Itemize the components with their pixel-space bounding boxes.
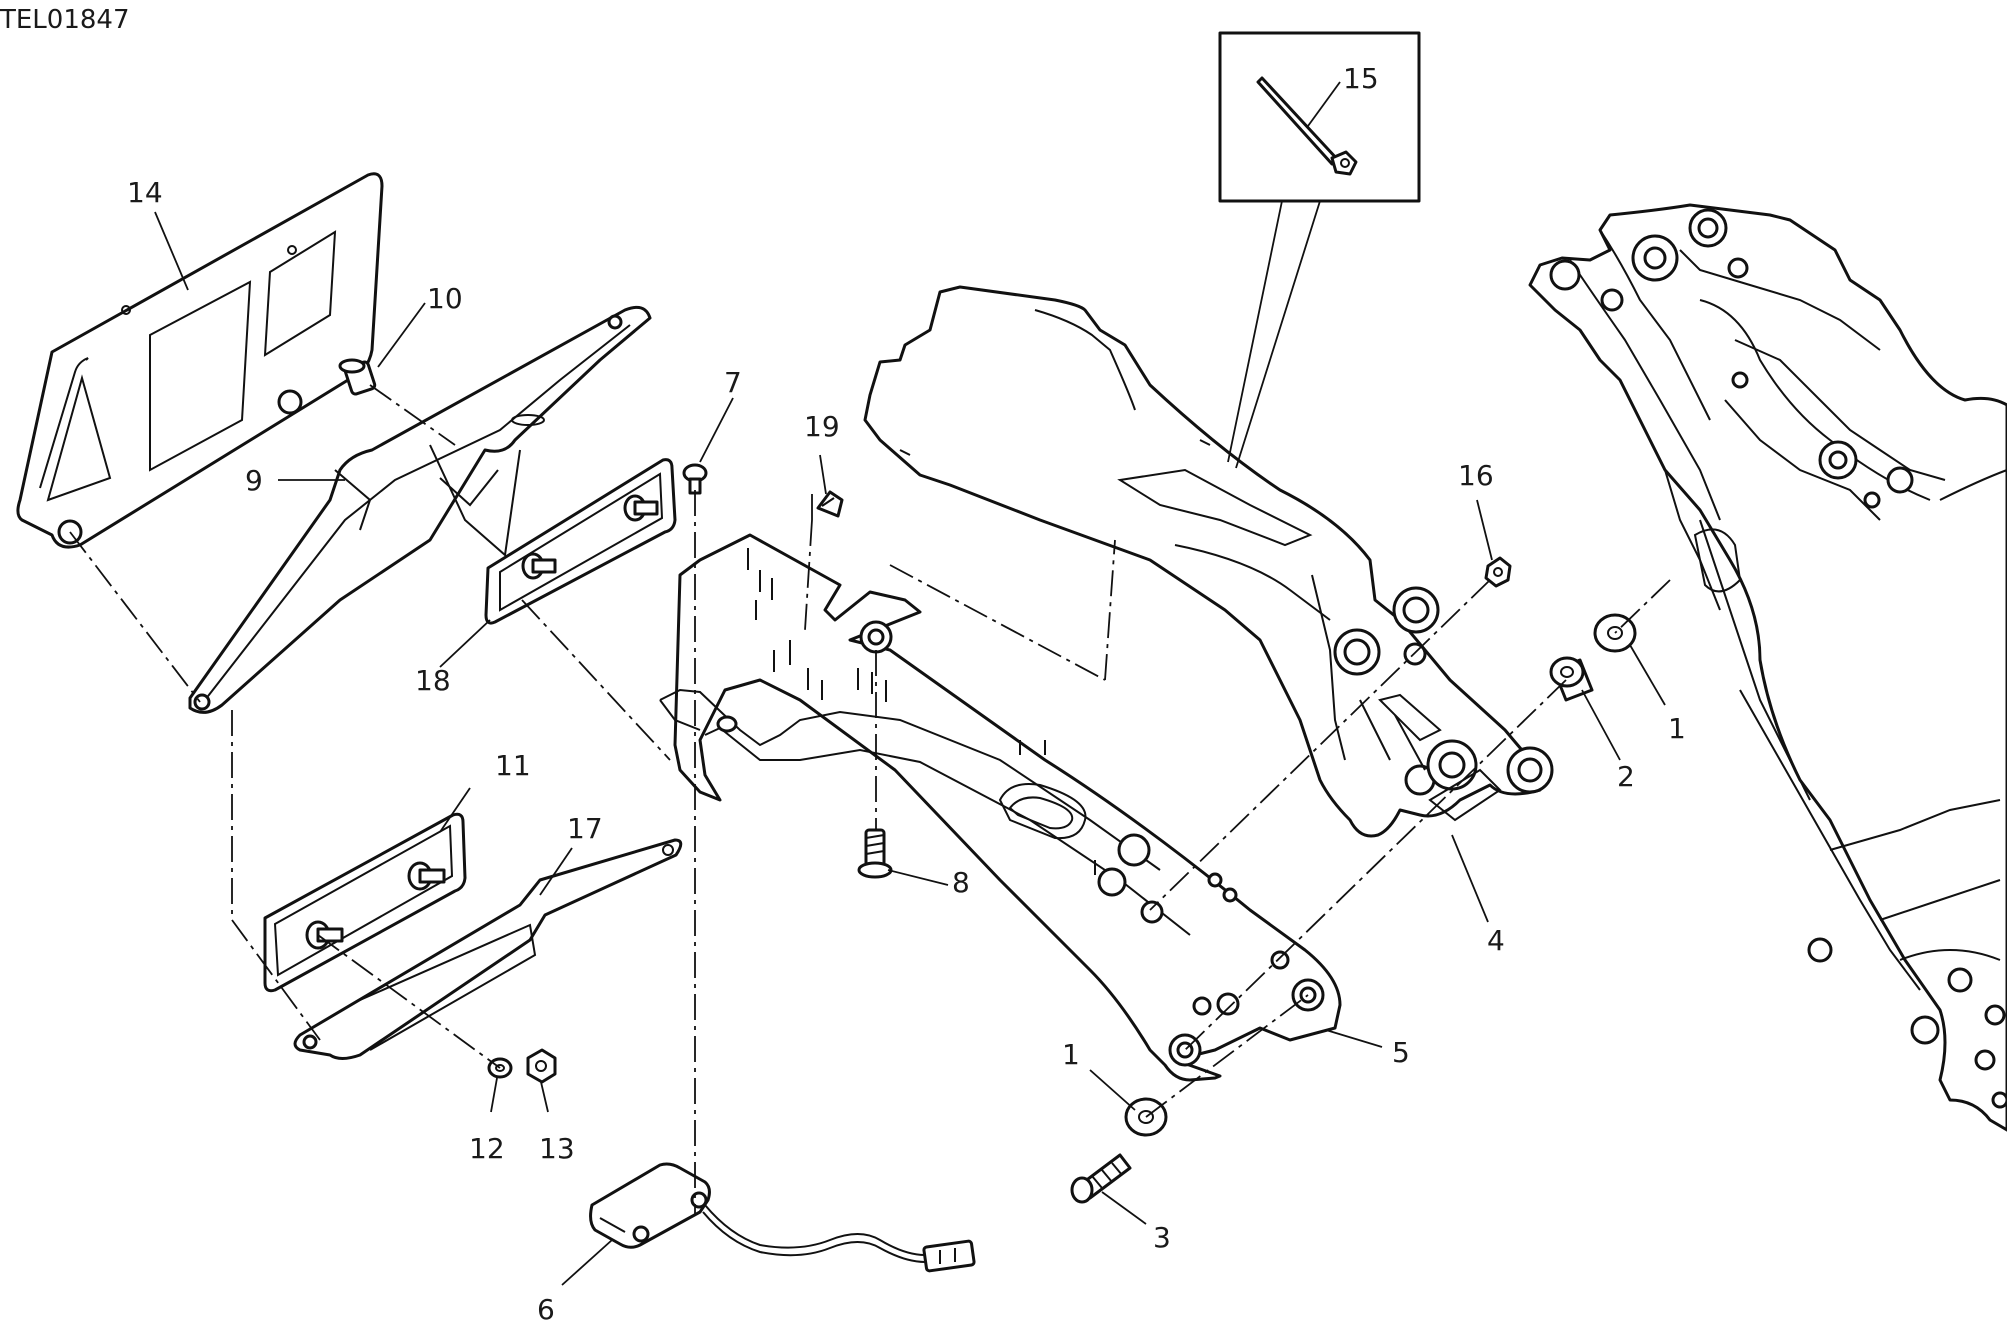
license-light-6-part — [589, 1162, 976, 1273]
screw-8-part — [857, 828, 893, 879]
callout-5: 5 — [1392, 1036, 1410, 1069]
callout-17: 17 — [567, 812, 603, 845]
callout-18: 18 — [415, 664, 451, 697]
callout-10: 10 — [427, 282, 463, 315]
callout-leaders — [154, 81, 1666, 1286]
nut-13-part — [526, 1048, 557, 1084]
drawing-code: TEL01847 — [0, 5, 130, 35]
screw-3-part — [1070, 1153, 1132, 1204]
reflector-bracket-17-part — [293, 838, 683, 1060]
callout-6: 6 — [537, 1293, 555, 1326]
callout-16: 16 — [1458, 459, 1494, 492]
callout-13: 13 — [539, 1132, 575, 1165]
callout-12: 12 — [469, 1132, 505, 1165]
callout-15: 15 — [1343, 62, 1379, 95]
cable-tie-inset-box — [1218, 31, 1421, 203]
inset-pointer — [1227, 200, 1321, 469]
tail-support-bracket-5-part — [659, 533, 1342, 1082]
plate-holder-bracket-part — [188, 305, 652, 714]
callout-4: 4 — [1487, 924, 1505, 957]
cable-tie-15-part — [1256, 76, 1358, 176]
callout-3: 3 — [1153, 1221, 1171, 1254]
callout-11: 11 — [495, 749, 531, 782]
screw-7-part — [682, 463, 708, 495]
rubber-bushing-2-part — [1549, 656, 1594, 702]
callout-1-lower: 1 — [1062, 1038, 1080, 1071]
screw-16-part — [1484, 556, 1512, 588]
tail-cover-part — [863, 285, 1554, 838]
callout-9: 9 — [245, 464, 263, 497]
callout-7: 7 — [724, 366, 742, 399]
callout-labels: 14 10 9 18 7 19 11 17 8 12 13 6 1 3 5 4 … — [127, 62, 1686, 1326]
callout-14: 14 — [127, 176, 163, 209]
reflector-11-part — [263, 812, 467, 993]
main-frame-part — [1528, 203, 2007, 1132]
callout-19: 19 — [804, 410, 840, 443]
callout-8: 8 — [952, 866, 970, 899]
screw-10-part — [338, 358, 377, 396]
assembly-axes — [69, 384, 1671, 1215]
license-plate-frame-part — [16, 172, 384, 549]
callout-1-upper: 1 — [1668, 712, 1686, 745]
callout-2: 2 — [1617, 760, 1635, 793]
clip-nut-19-part — [816, 490, 844, 518]
